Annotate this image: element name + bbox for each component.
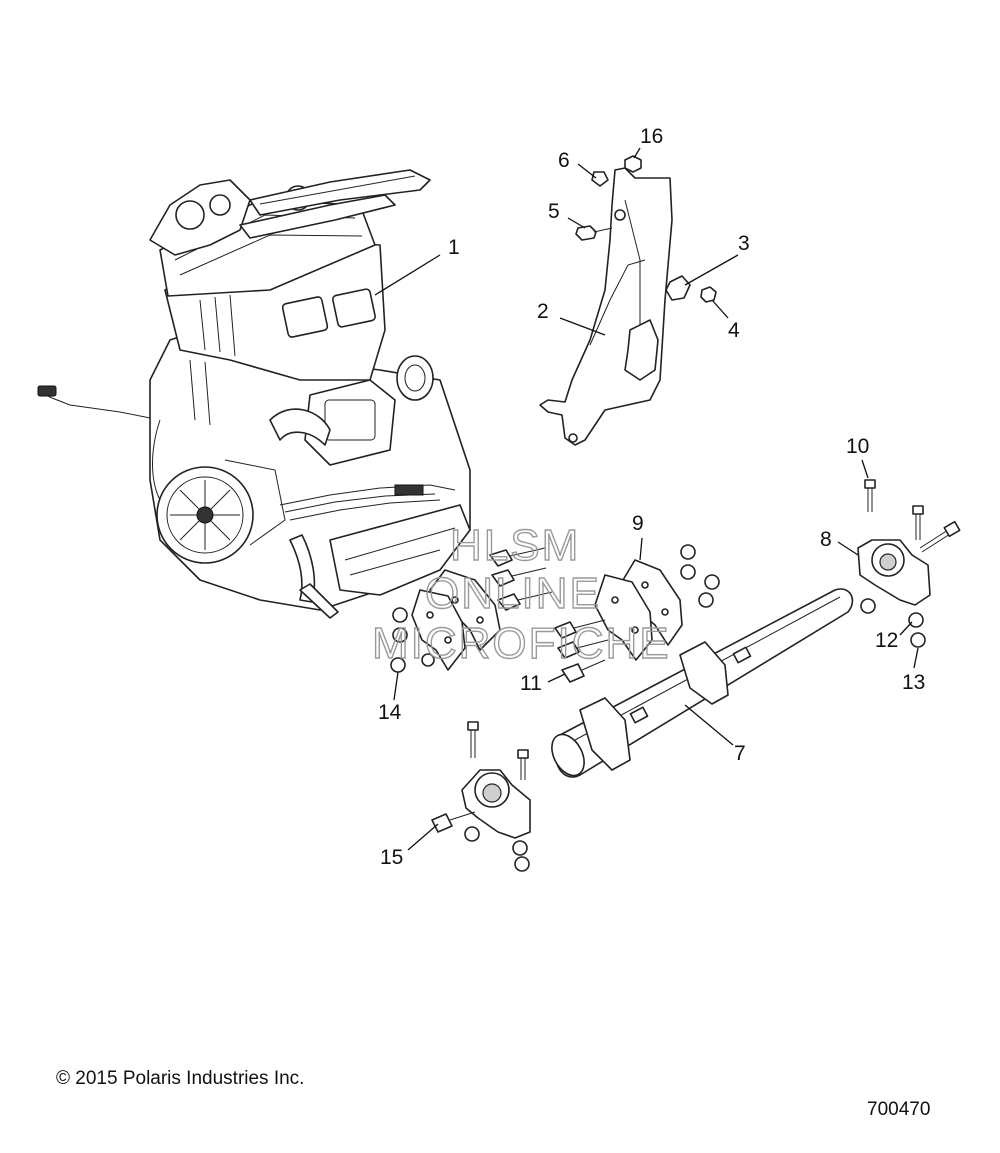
mount-plates [411,559,683,671]
callout-labels: 1 2 3 4 5 6 7 8 9 10 11 12 13 14 15 16 [378,125,925,869]
engine-assembly [37,169,471,619]
watermark-line-3: MICROFICHE [372,619,671,668]
callout-14: 14 [378,701,402,724]
callout-13: 13 [902,671,925,694]
callout-7: 7 [734,742,746,765]
callout-16: 16 [640,125,663,148]
callout-11: 11 [520,672,542,695]
watermark-line-2: ONLINE [425,569,601,618]
callout-12: 12 [875,629,898,652]
bracket-hardware [575,155,717,303]
watermark: HLSM ONLINE MICROFICHE [371,520,671,668]
callout-3: 3 [738,232,750,255]
callout-4: 4 [728,319,740,342]
callout-9: 9 [632,512,644,535]
right-engine-mount [857,479,961,648]
mid-hardware [390,544,720,683]
callout-15: 15 [380,846,403,869]
engine-bracket [539,167,673,446]
callout-8: 8 [820,528,832,551]
callout-10: 10 [846,435,869,458]
leader-lines [374,147,919,851]
left-engine-mount [431,721,531,872]
callout-5: 5 [548,200,560,223]
callout-1: 1 [448,236,460,259]
mount-tube [551,588,854,778]
drawing-number: 700470 [867,1099,931,1120]
callout-2: 2 [537,300,549,323]
callout-6: 6 [558,149,570,172]
copyright-text: © 2015 Polaris Industries Inc. [56,1068,305,1089]
watermark-line-1: HLSM [450,521,580,570]
